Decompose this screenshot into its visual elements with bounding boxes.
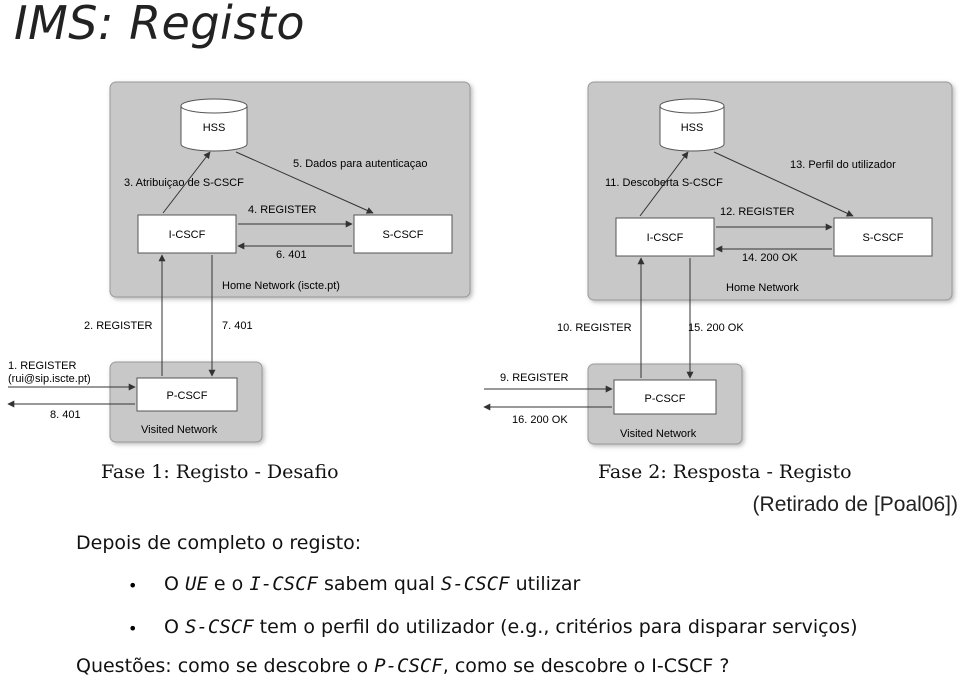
phase2-hss-database: HSS <box>659 98 725 152</box>
questions-text-a: Questões: como se descobre o <box>76 655 375 677</box>
phase1-home-network-label: Home Network (iscte.pt) <box>222 280 340 292</box>
bullet-1-text-d: utilizar <box>509 573 581 595</box>
source-credit: (Retirado de [Poal06]) <box>752 493 958 516</box>
phase1-caption: Fase 1: Registo - Desafio <box>101 461 339 483</box>
phase1-icscf-box <box>137 214 237 254</box>
phase1-scscf-box <box>353 214 453 254</box>
bullet-2-scscf: S-CSCF <box>185 616 254 638</box>
phase1-msg-401-s: 6. 401 <box>276 249 307 261</box>
registration-diagram: HSS I-CSCF S-CSCF P-CSCF Home Network (i… <box>7 81 953 445</box>
phase2-hss-label: HSS <box>681 122 704 134</box>
phase2-msg-discover-scscf: 11. Descoberta S-CSCF <box>605 177 723 189</box>
phase1-home-network <box>109 81 471 298</box>
phase2-pcscf-box <box>613 379 717 415</box>
bullet-marker: • <box>128 619 138 638</box>
after-registration-heading: Depois de completo o registo: <box>76 532 362 554</box>
phase1-diagram: HSS I-CSCF S-CSCF P-CSCF Home Network (i… <box>7 81 471 443</box>
phase1-icscf-label: I-CSCF <box>169 229 206 241</box>
phase2-icscf-box <box>615 217 715 257</box>
phase1-pcscf-box <box>136 377 238 412</box>
phase2-pcscf-label: P-CSCF <box>645 393 686 405</box>
phase2-scscf-box <box>833 217 933 257</box>
phase2-scscf-label: S-CSCF <box>863 232 904 244</box>
phase1-hss-label: HSS <box>203 122 226 134</box>
phase1-msg-401-i: 7. 401 <box>222 320 253 332</box>
phase1-visited-network-label: Visited Network <box>141 424 218 436</box>
phase2-icscf-label: I-CSCF <box>647 232 684 244</box>
phase2-msg-register-p: 10. REGISTER <box>557 322 632 334</box>
phase2-home-network-label: Home Network <box>726 282 799 294</box>
bullet-2: O S-CSCF tem o perfil do utilizador (e.g… <box>164 616 857 638</box>
phase2-msg-register-ue: 9. REGISTER <box>500 372 569 384</box>
phase1-msg-register-ue: 1. REGISTER <box>8 360 77 372</box>
phase1-scscf-label: S-CSCF <box>383 229 424 241</box>
bullet-1-text-c: sabem qual <box>317 573 441 595</box>
bullet-2-text-a: O <box>164 616 185 638</box>
phase1-pcscf-label: P-CSCF <box>167 390 208 402</box>
bullet-1: O UE e o I-CSCF sabem qual S-CSCF utiliz… <box>164 573 580 595</box>
phase1-hss-database: HSS <box>180 98 248 152</box>
phase2-visited-network-label: Visited Network <box>620 428 697 440</box>
phase2-msg-200-s: 14. 200 OK <box>742 252 798 264</box>
bullet-1-scscf: S-CSCF <box>440 573 510 595</box>
phase2-msg-200-i: 15. 200 OK <box>688 322 744 334</box>
bullet-1-text-a: O <box>164 573 185 595</box>
phase1-msg-ue-address: (rui@sip.iscte.pt) <box>8 373 91 385</box>
bullet-marker: • <box>128 576 138 595</box>
bullet-1-icscf: I-CSCF <box>249 573 318 595</box>
phase2-caption: Fase 2: Resposta - Registo <box>598 461 852 483</box>
phase1-msg-auth-data: 5. Dados para autenticaçao <box>293 158 428 170</box>
phase1-msg-401-p: 8. 401 <box>50 409 81 421</box>
phase2-msg-register-i: 12. REGISTER <box>720 206 795 218</box>
bullet-1-text-b: e o <box>207 573 250 595</box>
phase2-diagram: HSS I-CSCF S-CSCF P-CSCF Home Network Vi… <box>483 81 953 445</box>
questions-pcscf: P-CSCF <box>374 655 443 677</box>
bullet-1-ue: UE <box>185 573 208 595</box>
bullet-2-text-b: tem o perfil do utilizador (e.g., critér… <box>253 616 858 638</box>
questions-text-b: , como se descobre o I-CSCF ? <box>442 655 730 677</box>
phase1-msg-register-i: 4. REGISTER <box>248 204 317 216</box>
phase2-msg-user-profile: 13. Perfil do utilizador <box>790 159 896 171</box>
phase1-msg-register-p: 2. REGISTER <box>84 320 153 332</box>
phase2-home-network <box>587 81 953 301</box>
page-title: IMS: Registo <box>14 0 305 50</box>
phase2-msg-200-p: 16. 200 OK <box>512 414 568 426</box>
questions-line: Questões: como se descobre o P-CSCF, com… <box>76 655 729 677</box>
phase1-msg-assign-scscf: 3. Atribuiçao de S-CSCF <box>124 177 244 189</box>
